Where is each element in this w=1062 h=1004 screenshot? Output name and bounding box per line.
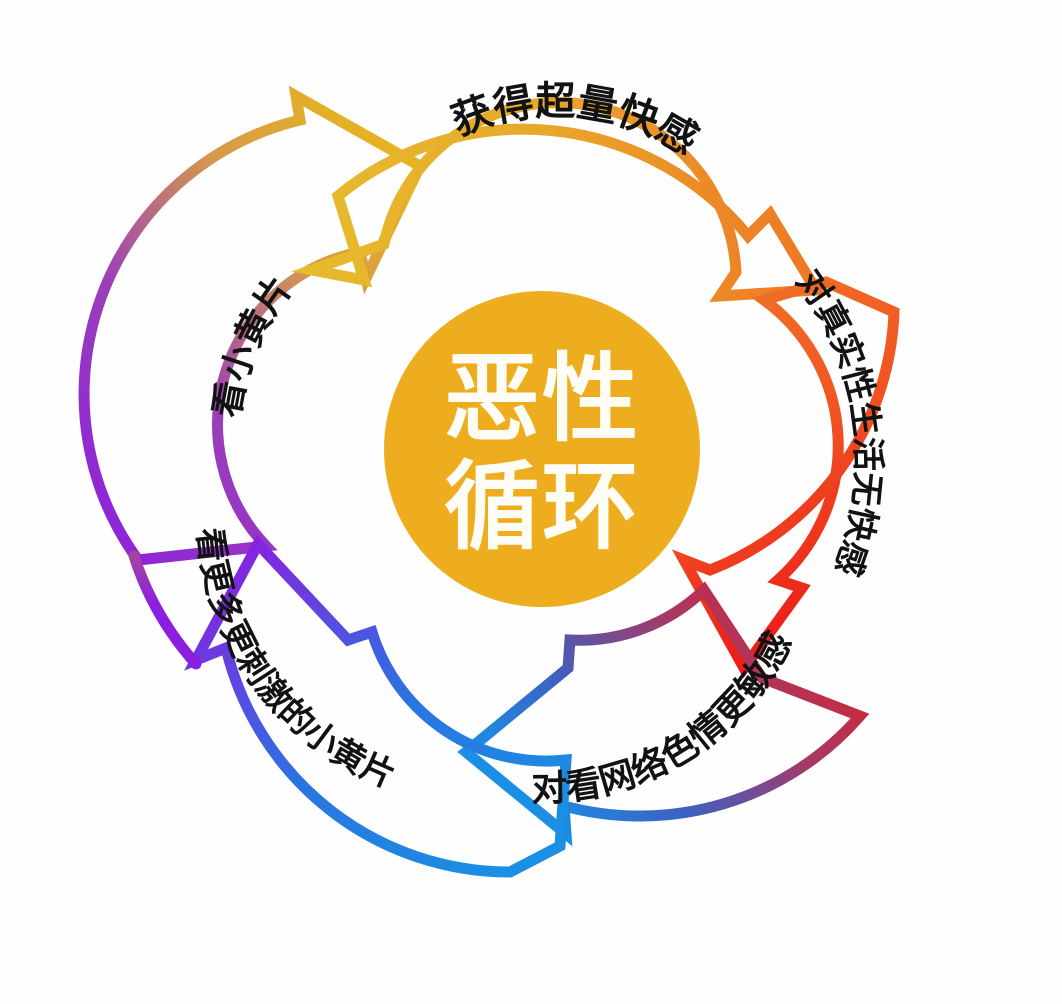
center-circle-fill xyxy=(384,291,700,607)
arrow-bottom-right xyxy=(457,581,870,847)
step-label-top-text: 获得超量快感 xyxy=(446,80,705,163)
arrow-bottom-left xyxy=(184,534,572,878)
center-label-line2: 循环 xyxy=(444,454,640,561)
step-label-upper-left-text: 看小黄片 xyxy=(206,269,300,421)
center-label-line1: 恶性 xyxy=(444,346,640,453)
arrow-left-outer-arc xyxy=(128,550,202,670)
step-label-top: 获得超量快感 xyxy=(446,80,705,163)
step-label-bottom-left-text: 看更多更刺激的小黄片 xyxy=(190,526,401,796)
arrow-upper-left xyxy=(78,85,428,566)
arrow-right xyxy=(671,276,900,679)
arrow-top xyxy=(291,97,826,303)
step-label-upper-left: 看小黄片 xyxy=(206,269,300,421)
center-circle: 恶性 循环 xyxy=(384,291,700,607)
step-label-bottom-left: 看更多更刺激的小黄片 xyxy=(190,526,401,796)
